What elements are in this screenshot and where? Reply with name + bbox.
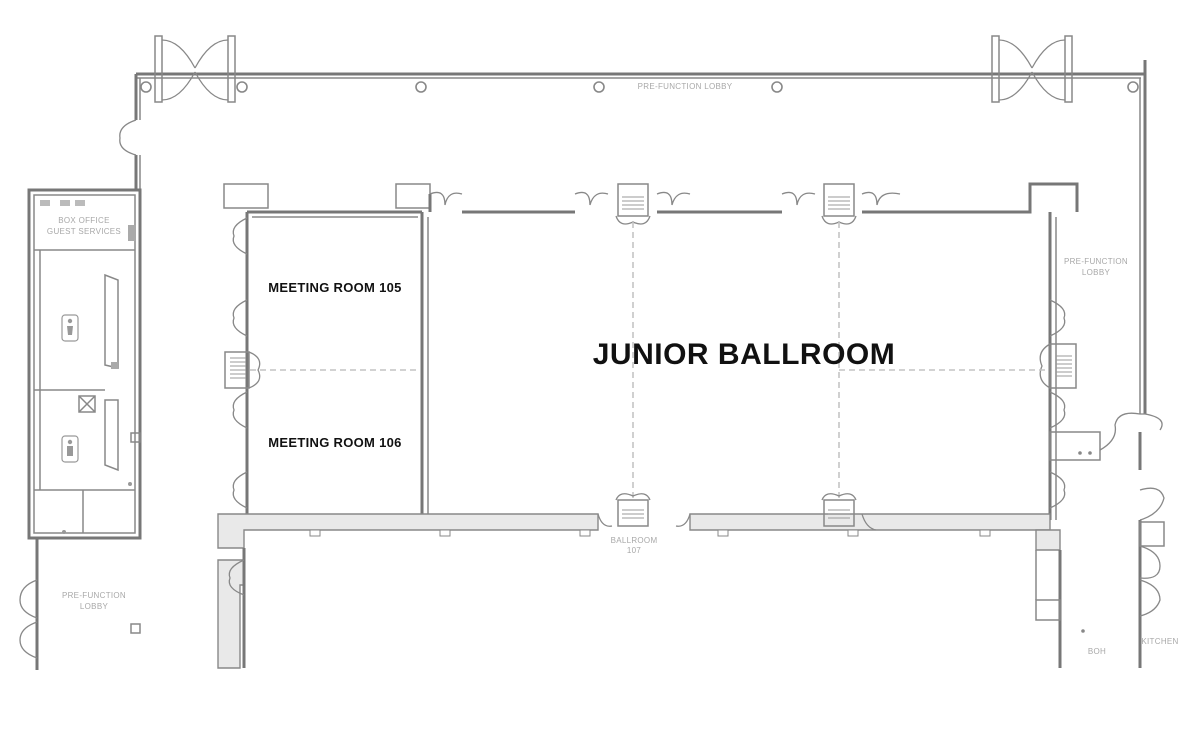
restroom-icon bbox=[61, 314, 79, 342]
area-label-box-office-2: GUEST SERVICES bbox=[47, 227, 121, 236]
room-label-ballroom-107-2: 107 bbox=[627, 546, 641, 555]
entrance-doors-left bbox=[154, 35, 236, 103]
lower-left-lobby bbox=[19, 538, 141, 670]
bottom-service-corridor bbox=[217, 493, 1062, 669]
room-label-meeting-106: MEETING ROOM 106 bbox=[268, 435, 401, 450]
area-label-prefunction-right-1: PRE-FUNCTION bbox=[1064, 257, 1128, 266]
top-stage-nook-1 bbox=[615, 183, 651, 225]
lobby-door-left bbox=[119, 119, 137, 156]
room-label-meeting-105: MEETING ROOM 105 bbox=[268, 280, 401, 295]
room-label-junior-ballroom: JUNIOR BALLROOM bbox=[593, 338, 896, 371]
entrance-doors-right bbox=[991, 35, 1073, 103]
area-label-prefunction-top: PRE-FUNCTION LOBBY bbox=[638, 82, 733, 91]
columns bbox=[140, 81, 1139, 93]
service-block bbox=[27, 188, 142, 540]
room-label-ballroom-107-1: BALLROOM bbox=[611, 536, 658, 545]
top-stage-nook-2 bbox=[821, 183, 857, 225]
area-label-box-office-1: BOX OFFICE bbox=[58, 216, 109, 225]
area-label-boh: BOH bbox=[1088, 647, 1106, 656]
building-outline bbox=[134, 60, 1147, 414]
elevator-icon bbox=[78, 395, 96, 413]
area-label-prefunction-left-2: LOBBY bbox=[80, 602, 109, 611]
area-label-prefunction-right-2: LOBBY bbox=[1082, 268, 1111, 277]
right-stage-nook bbox=[1039, 343, 1077, 389]
restroom-icon bbox=[61, 435, 79, 463]
area-label-prefunction-left-1: PRE-FUNCTION bbox=[62, 591, 126, 600]
area-label-kitchen: KITCHEN bbox=[1141, 637, 1178, 646]
kitchen-boh-area bbox=[1049, 412, 1165, 668]
meeting-rooms-block bbox=[223, 183, 431, 520]
ballroom-partitions bbox=[632, 222, 1048, 500]
